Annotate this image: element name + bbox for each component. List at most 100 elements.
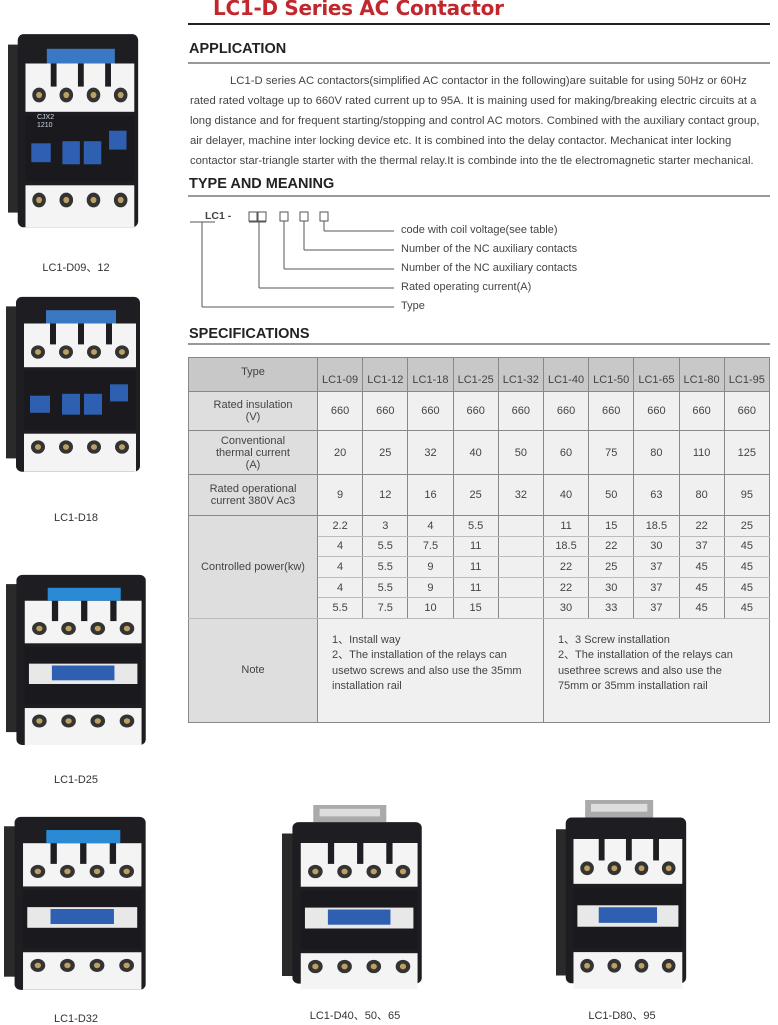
table-cell: 15 (588, 515, 635, 537)
title-rule (188, 23, 770, 25)
label-type: Type (401, 300, 425, 312)
table-cell: 5.5 (362, 556, 409, 578)
table-cell: 110 (678, 430, 725, 475)
table-cell: 16 (407, 474, 454, 516)
table-cell: 9 (316, 474, 364, 516)
note-line: 2、The installation of the relays can (557, 649, 733, 662)
label-nc-contacts-1: Number of the NC auxiliary contacts (401, 243, 578, 255)
contactor-drawing (6, 296, 140, 472)
table-cell: 660 (588, 391, 635, 431)
contactor-drawing (6, 574, 146, 746)
product-caption: LC1-D40、50、65 (309, 1010, 401, 1022)
note-line: 1、3 Screw installation (557, 633, 670, 646)
product-image-d80-95 (556, 800, 692, 995)
box-nc-2 (299, 211, 309, 222)
table-cell: 660 (723, 391, 771, 431)
table-cell: 22 (678, 515, 725, 537)
table-cell: 45 (678, 576, 725, 599)
table-cell: 95 (723, 474, 771, 516)
table-cell: 5.5 (316, 597, 364, 619)
header-model: LC1-40 (542, 357, 590, 392)
table-cell: 660 (633, 391, 680, 431)
table-cell: 30 (542, 597, 590, 619)
table-cell: 5.5 (452, 515, 499, 537)
table-cell: 50 (497, 430, 544, 475)
application-heading: APPLICATION (189, 41, 287, 57)
table-cell: 11 (542, 515, 590, 537)
label-nc-contacts-2: Number of the NC auxiliary contacts (401, 262, 578, 274)
table-cell (497, 515, 544, 537)
type-code: LC1 - (205, 210, 232, 222)
table-cell: 2.2 (316, 515, 364, 537)
table-cell: 15 (452, 597, 499, 619)
specifications-heading: SPECIFICATIONS (189, 326, 310, 342)
table-cell: 18.5 (542, 535, 590, 558)
table-cell: 32 (407, 430, 454, 475)
note-line: 75mm or 35mm installation rail (557, 680, 708, 693)
note-line: 2、The installation of the relays can (332, 649, 507, 662)
blue-actuator (327, 909, 391, 925)
table-cell: 9 (407, 576, 454, 599)
rating-label (46, 48, 115, 64)
table-cell: 37 (678, 535, 725, 558)
header-type: Type (188, 357, 318, 392)
contactor-drawing (8, 34, 139, 228)
blue-actuator (51, 665, 115, 681)
header-model: LC1-18 (407, 357, 454, 392)
rating-label (46, 830, 121, 844)
application-paragraph: LC1-D series AC contactors(simplified AC… (190, 75, 760, 167)
contactor-drawing (282, 805, 422, 990)
table-cell: 80 (678, 474, 725, 516)
blue-button (83, 141, 102, 165)
table-cell: 660 (452, 391, 499, 431)
product-caption: LC1-D25 (53, 774, 99, 786)
power-label: Controlled power(kw) (188, 515, 318, 619)
table-cell: 32 (497, 474, 544, 516)
table-cell (497, 535, 544, 558)
blue-button (62, 393, 80, 415)
table-cell (497, 597, 544, 619)
table-cell: 3 (362, 515, 409, 537)
table-cell: 25 (588, 556, 635, 578)
table-cell: 22 (542, 576, 590, 599)
table-cell: 63 (633, 474, 680, 516)
product-image-d09-12 (8, 32, 144, 242)
table-cell: 25 (723, 515, 771, 537)
bottom-terminal-band (25, 185, 135, 228)
blue-actuator (50, 909, 114, 925)
table-cell: 60 (542, 430, 590, 475)
table-cell: 20 (316, 430, 364, 475)
table-cell: 22 (588, 535, 635, 558)
table-cell: 11 (452, 535, 499, 558)
table-cell (497, 576, 544, 599)
product-caption: LC1-D09、12 (42, 262, 110, 274)
table-cell: 45 (723, 556, 771, 578)
header-model: LC1-12 (362, 357, 409, 392)
table-cell: 4 (316, 535, 364, 558)
type-diagram: LC1 - code with coil voltage(see table) … (188, 203, 608, 318)
table-cell: 4 (316, 556, 364, 578)
table-cell: 4 (407, 515, 454, 537)
blue-actuator (598, 907, 658, 923)
header-model: LC1-80 (678, 357, 725, 392)
table-cell: 50 (588, 474, 635, 516)
product-front-text: CJX2 1210 (37, 114, 55, 129)
product-caption: LC1-D18 (53, 512, 99, 524)
table-cell: 45 (723, 535, 771, 558)
table-cell: 45 (723, 576, 771, 599)
table-cell: 40 (452, 430, 499, 475)
table-cell: 125 (723, 430, 771, 475)
table-cell: 660 (678, 391, 725, 431)
product-caption: LC1-D32 (53, 1013, 99, 1025)
table-cell: 7.5 (362, 597, 409, 619)
table-cell: 18.5 (633, 515, 680, 537)
table-cell: 9 (407, 556, 454, 578)
